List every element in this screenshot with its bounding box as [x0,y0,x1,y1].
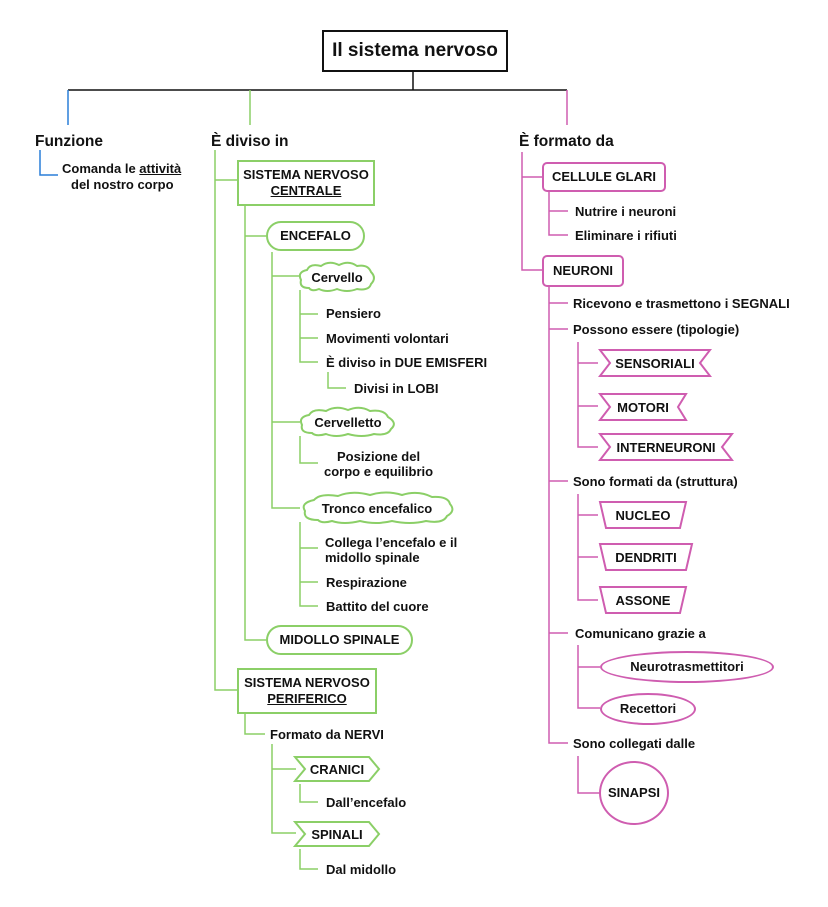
neuroni-box: NEURONI [542,255,624,287]
interneuroni-label: INTERNEURONI [616,439,716,455]
collegati-text: Sono collegati dalle [573,736,696,751]
parte-dendriti: DENDRITI [598,542,694,572]
nucleo-label: NUCLEO [615,507,671,523]
sinapsi-circle: SINAPSI [599,761,669,825]
cervelletto-label: Cervelletto [314,414,382,430]
tronco-line1: Collega l’encefalo e il [325,535,458,550]
parallelogram-shape [598,586,688,614]
funzione-text-line2: del nostro corpo [71,177,174,192]
neurotrasmettitori-label: Neurotrasmettitori [630,659,744,674]
ribbon-shape [598,349,712,377]
lobi-text: Divisi in LOBI [354,381,439,396]
spinali-label: SPINALI [311,826,363,842]
encefalo-node: ENCEFALO [266,221,365,251]
recettori-label: Recettori [619,701,677,716]
cloud-shape [299,406,395,437]
tipologia-interneuroni: INTERNEURONI [598,432,734,462]
funzione-text-link: attività [139,161,182,176]
tipologia-sensoriali: SENSORIALI [598,348,712,378]
ricevono-text: Ricevono e trasmettono i SEGNALI [573,296,790,311]
parte-nucleo: NUCLEO [598,500,688,530]
snc-line1: SISTEMA NERVOSO [243,167,369,182]
snp-line2: PERIFERICO [267,691,347,706]
motori-label: MOTORI [617,399,669,415]
parallelogram-shape [598,543,694,571]
sensoriali-label: SENSORIALI [615,355,695,371]
cranici-sub: Dall’encefalo [326,795,407,810]
ribbon-shape [598,433,734,461]
cervello-item-1: Pensiero [326,306,381,321]
cranici-label: CRANICI [309,761,365,777]
dendriti-label: DENDRITI [615,549,677,565]
recettori-ellipse: Recettori [600,693,696,725]
neurotrasmettitori-ellipse: Neurotrasmettitori [600,651,774,683]
glia-item-2: Eliminare i rifiuti [575,228,677,243]
chevron-shape [293,756,381,782]
comunicano-text: Comunicano grazie a [575,626,706,641]
spinali-sub: Dal midollo [326,862,397,877]
cervelletto-cloud: Cervelletto [298,406,398,438]
encefalo-label: ENCEFALO [280,228,351,243]
struttura-text: Sono formati da (struttura) [573,474,738,489]
tronco-item-2: Battito del cuore [326,599,429,614]
tipologia-motori: MOTORI [598,392,688,422]
cervello-item-3: È diviso in DUE EMISFERI [326,355,488,370]
parte-assone: ASSONE [598,585,688,615]
formato-heading: È formato da [519,133,614,150]
midollo-label: MIDOLLO SPINALE [279,632,400,647]
neuroni-label: NEURONI [553,263,613,278]
page-title: Il sistema nervoso [322,30,508,72]
cervello-cloud: Cervello [297,261,377,293]
parallelogram-shape [598,501,688,529]
glia-item-1: Nutrire i neuroni [575,204,677,219]
glia-box: CELLULE GLARI [542,162,666,192]
tronco-cloud: Tronco encefalico [300,491,454,525]
glia-label: CELLULE GLARI [552,169,656,184]
cloud-shape [298,261,375,292]
funzione-text: Comanda le attività [62,161,181,176]
chevron-shape [293,821,381,847]
snc-box: SISTEMA NERVOSO CENTRALE [237,160,375,206]
funzione-heading: Funzione [35,133,104,150]
tronco-label: Tronco encefalico [321,500,433,516]
tronco-line2: midollo spinale [325,550,420,565]
cervelletto-line1: Posizione del [337,449,421,464]
assone-label: ASSONE [615,592,671,608]
tronco-item-1: Respirazione [326,575,407,590]
cervello-label: Cervello [311,269,363,285]
snp-box: SISTEMA NERVOSO PERIFERICO [237,668,377,714]
nervi-text: Formato da NERVI [270,727,384,742]
possono-text: Possono essere (tipologie) [573,322,740,337]
cranici-chevron: CRANICI [293,755,381,783]
funzione-text-pre: Comanda le [62,161,140,176]
snp-line1: SISTEMA NERVOSO [244,675,370,690]
spinali-chevron: SPINALI [293,820,381,848]
midollo-node: MIDOLLO SPINALE [266,625,413,655]
snc-line2: CENTRALE [270,183,342,198]
cervello-item-2: Movimenti volontari [326,331,449,346]
ribbon-shape [598,393,688,421]
page-title-text: Il sistema nervoso [332,40,498,61]
cloud-shape [302,491,454,524]
diviso-heading: È diviso in [211,133,289,150]
sinapsi-label: SINAPSI [607,785,660,800]
cervelletto-line2: corpo e equilibrio [324,464,434,479]
